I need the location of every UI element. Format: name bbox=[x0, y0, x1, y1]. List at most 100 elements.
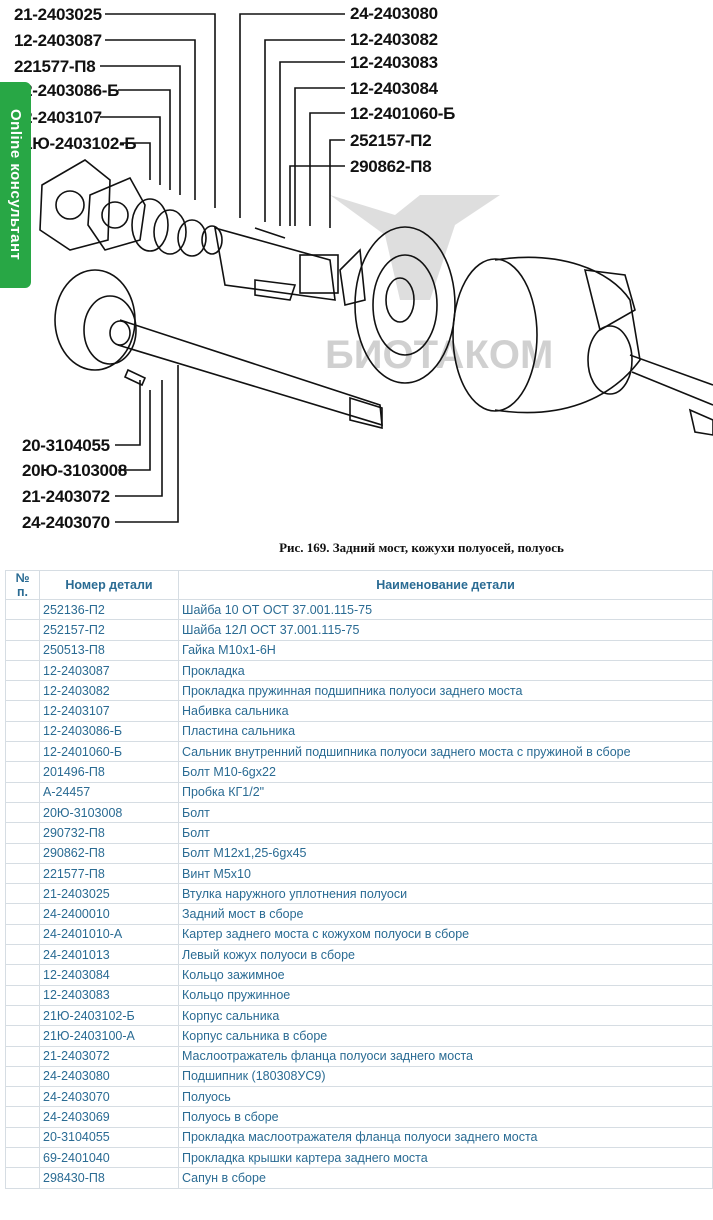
part-name-link[interactable]: Полуось bbox=[178, 1086, 713, 1108]
part-name-link[interactable]: Пластина сальника bbox=[178, 720, 713, 743]
part-name-link[interactable]: Задний мост в сборе bbox=[178, 903, 713, 925]
part-number-link[interactable]: 201496-П8 bbox=[39, 761, 179, 783]
part-name-link[interactable]: Прокладка крышки картера заднего моста bbox=[178, 1147, 713, 1169]
part-name-link[interactable]: Корпус сальника bbox=[178, 1004, 713, 1027]
part-number-link[interactable]: 12-2403087 bbox=[39, 659, 179, 682]
part-number-link[interactable]: 12-2403084 bbox=[39, 964, 179, 986]
part-name-link[interactable]: Шайба 12Л ОСТ 37.001.115-75 bbox=[178, 619, 713, 641]
part-number-link[interactable]: 21Ю-2403102-Б bbox=[39, 1004, 179, 1027]
row-number-cell bbox=[5, 984, 40, 1006]
row-number-cell bbox=[5, 720, 40, 743]
part-name-link[interactable]: Левый кожух полуоси в сборе bbox=[178, 944, 713, 966]
part-number-link[interactable]: 290732-П8 bbox=[39, 822, 179, 844]
part-name-link[interactable]: Гайка М10х1-6Н bbox=[178, 639, 713, 661]
part-number-link[interactable]: 12-2403082 bbox=[39, 680, 179, 702]
part-name-link[interactable]: Втулка наружного уплотнения полуоси bbox=[178, 883, 713, 905]
part-name-link[interactable]: Прокладка маслоотражателя фланца полуоси… bbox=[178, 1126, 713, 1149]
diagram-label: 12-2403082 bbox=[350, 30, 438, 49]
part-number-link[interactable]: 252157-П2 bbox=[39, 619, 179, 641]
part-name-link[interactable]: Корпус сальника в сборе bbox=[178, 1025, 713, 1047]
diagram-label: 21-2403025 bbox=[14, 5, 102, 24]
diagram-label: 20-3104055 bbox=[22, 436, 110, 455]
part-name-link[interactable]: Картер заднего моста с кожухом полуоси в… bbox=[178, 923, 713, 946]
part-number-link[interactable]: 20-3104055 bbox=[39, 1126, 179, 1149]
part-number-link[interactable]: А-24457 bbox=[39, 781, 179, 803]
part-number-link[interactable]: 24-2403080 bbox=[39, 1065, 179, 1088]
part-name-link[interactable]: Кольцо пружинное bbox=[178, 984, 713, 1006]
part-number-link[interactable]: 24-2400010 bbox=[39, 903, 179, 925]
part-name-link[interactable]: Маслоотражатель фланца полуоси заднего м… bbox=[178, 1045, 713, 1067]
row-number-cell bbox=[5, 781, 40, 803]
part-name-link[interactable]: Болт bbox=[178, 801, 713, 824]
part-number-link[interactable]: 24-2401013 bbox=[39, 944, 179, 966]
part-number-link[interactable]: 24-2401010-А bbox=[39, 923, 179, 946]
part-number-link[interactable]: 21-2403072 bbox=[39, 1045, 179, 1067]
part-name-link[interactable]: Сальник внутренний подшипника полуоси за… bbox=[178, 741, 713, 763]
part-name-link[interactable]: Сапун в сборе bbox=[178, 1167, 713, 1189]
part-number-link[interactable]: 290862-П8 bbox=[39, 842, 179, 864]
part-name-link[interactable]: Кольцо зажимное bbox=[178, 964, 713, 986]
part-number-link[interactable]: 221577-П8 bbox=[39, 862, 179, 885]
part-number-link[interactable]: 298430-П8 bbox=[39, 1167, 179, 1189]
row-number-cell bbox=[5, 1045, 40, 1067]
part-name-link[interactable]: Подшипник (180308УС9) bbox=[178, 1065, 713, 1088]
diagram-caption: Рис. 169. Задний мост, кожухи полуосей, … bbox=[279, 540, 564, 555]
part-name-link[interactable]: Винт М5х10 bbox=[178, 862, 713, 885]
part-name-link[interactable]: Полуось в сборе bbox=[178, 1106, 713, 1128]
part-name-link[interactable]: Болт М10-6gx22 bbox=[178, 761, 713, 783]
part-number-link[interactable]: 69-2401040 bbox=[39, 1147, 179, 1169]
part-number-link[interactable]: 12-2403107 bbox=[39, 700, 179, 722]
part-number-link[interactable]: 12-2403083 bbox=[39, 984, 179, 1006]
part-name-link[interactable]: Пробка КГ1/2" bbox=[178, 781, 713, 803]
part-number-link[interactable]: 252136-П2 bbox=[39, 598, 179, 621]
part-name-link[interactable]: Набивка сальника bbox=[178, 700, 713, 722]
part-name-link[interactable]: Прокладка пружинная подшипника полуоси з… bbox=[178, 680, 713, 702]
part-name-link[interactable]: Прокладка bbox=[178, 659, 713, 682]
part-name-link[interactable]: Болт М12х1,25-6gx45 bbox=[178, 842, 713, 864]
part-number-link[interactable]: 21Ю-2403100-А bbox=[39, 1025, 179, 1047]
part-number-link[interactable]: 24-2403070 bbox=[39, 1086, 179, 1108]
part-number-link[interactable]: 250513-П8 bbox=[39, 639, 179, 661]
part-name-link[interactable]: Болт bbox=[178, 822, 713, 844]
part-number-link[interactable]: 12-2403086-Б bbox=[39, 720, 179, 743]
row-number-cell bbox=[5, 700, 40, 722]
part-name-link[interactable]: Шайба 10 ОТ ОСТ 37.001.115-75 bbox=[178, 598, 713, 621]
part-number-link[interactable]: 12-2401060-Б bbox=[39, 741, 179, 763]
part-number-link[interactable]: 20Ю-3103008 bbox=[39, 801, 179, 824]
diagram-label: 24-2403070 bbox=[22, 513, 110, 532]
part-number-link[interactable]: 21-2403025 bbox=[39, 883, 179, 905]
row-number-cell bbox=[5, 659, 40, 682]
online-consultant-tab[interactable]: Online консультант bbox=[0, 82, 31, 288]
online-consultant-label: Online консультант bbox=[7, 109, 24, 261]
part-number-link[interactable]: 24-2403069 bbox=[39, 1106, 179, 1128]
